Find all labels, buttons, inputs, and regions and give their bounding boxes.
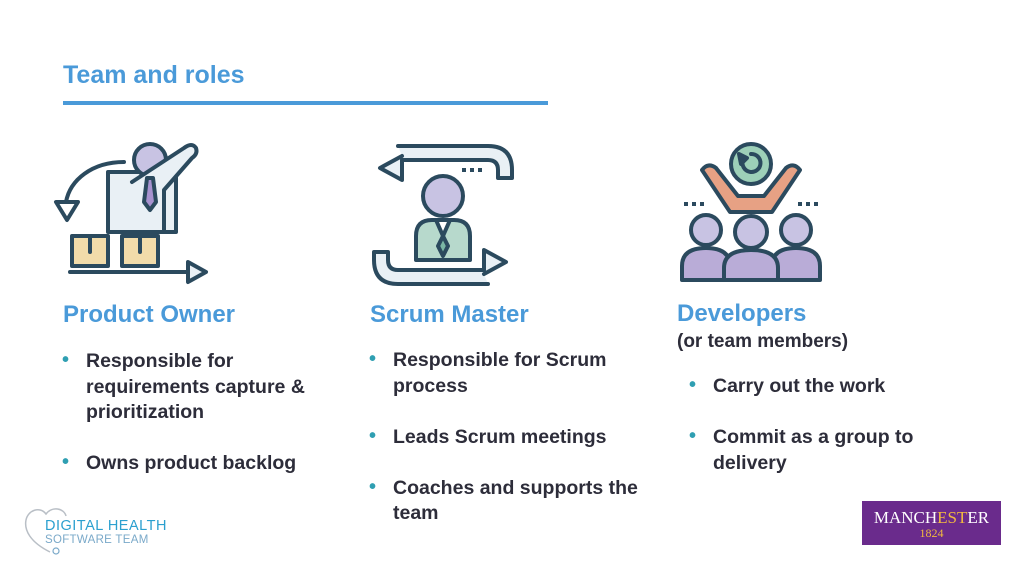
product-owner-bullets: Responsible for requirements capture & p… xyxy=(62,348,352,477)
developers-icon xyxy=(680,142,822,282)
slide-title: Team and roles xyxy=(63,61,245,89)
list-item: Coaches and supports the team xyxy=(369,475,659,527)
digital-health-heart-icon xyxy=(24,508,67,555)
list-item: Carry out the work xyxy=(689,373,929,400)
developers-heading: Developers xyxy=(677,300,807,327)
list-item: Responsible for Scrum process xyxy=(369,347,659,399)
manchester-wordmark: MANCHESTER xyxy=(873,508,990,527)
list-item: Owns product backlog xyxy=(62,450,352,477)
manchester-year: 1824 xyxy=(919,526,944,540)
scrum-master-icon xyxy=(372,144,514,286)
product-owner-icon xyxy=(54,142,208,284)
university-of-manchester-logo: MANCHESTER 1824 xyxy=(862,501,1001,545)
product-owner-heading: Product Owner xyxy=(63,301,236,328)
digital-health-title: DIGITAL HEALTH xyxy=(45,518,167,534)
digital-health-subtitle: SOFTWARE TEAM xyxy=(45,534,149,546)
scrum-master-heading: Scrum Master xyxy=(370,301,529,328)
list-item: Commit as a group to delivery xyxy=(689,424,929,476)
developers-bullets: Carry out the work Commit as a group to … xyxy=(689,373,929,476)
title-underline xyxy=(63,101,548,105)
list-item: Responsible for requirements capture & p… xyxy=(62,348,352,426)
scrum-master-bullets: Responsible for Scrum process Leads Scru… xyxy=(369,347,659,527)
developers-subheading: (or team members) xyxy=(677,331,849,352)
list-item: Leads Scrum meetings xyxy=(369,424,659,451)
